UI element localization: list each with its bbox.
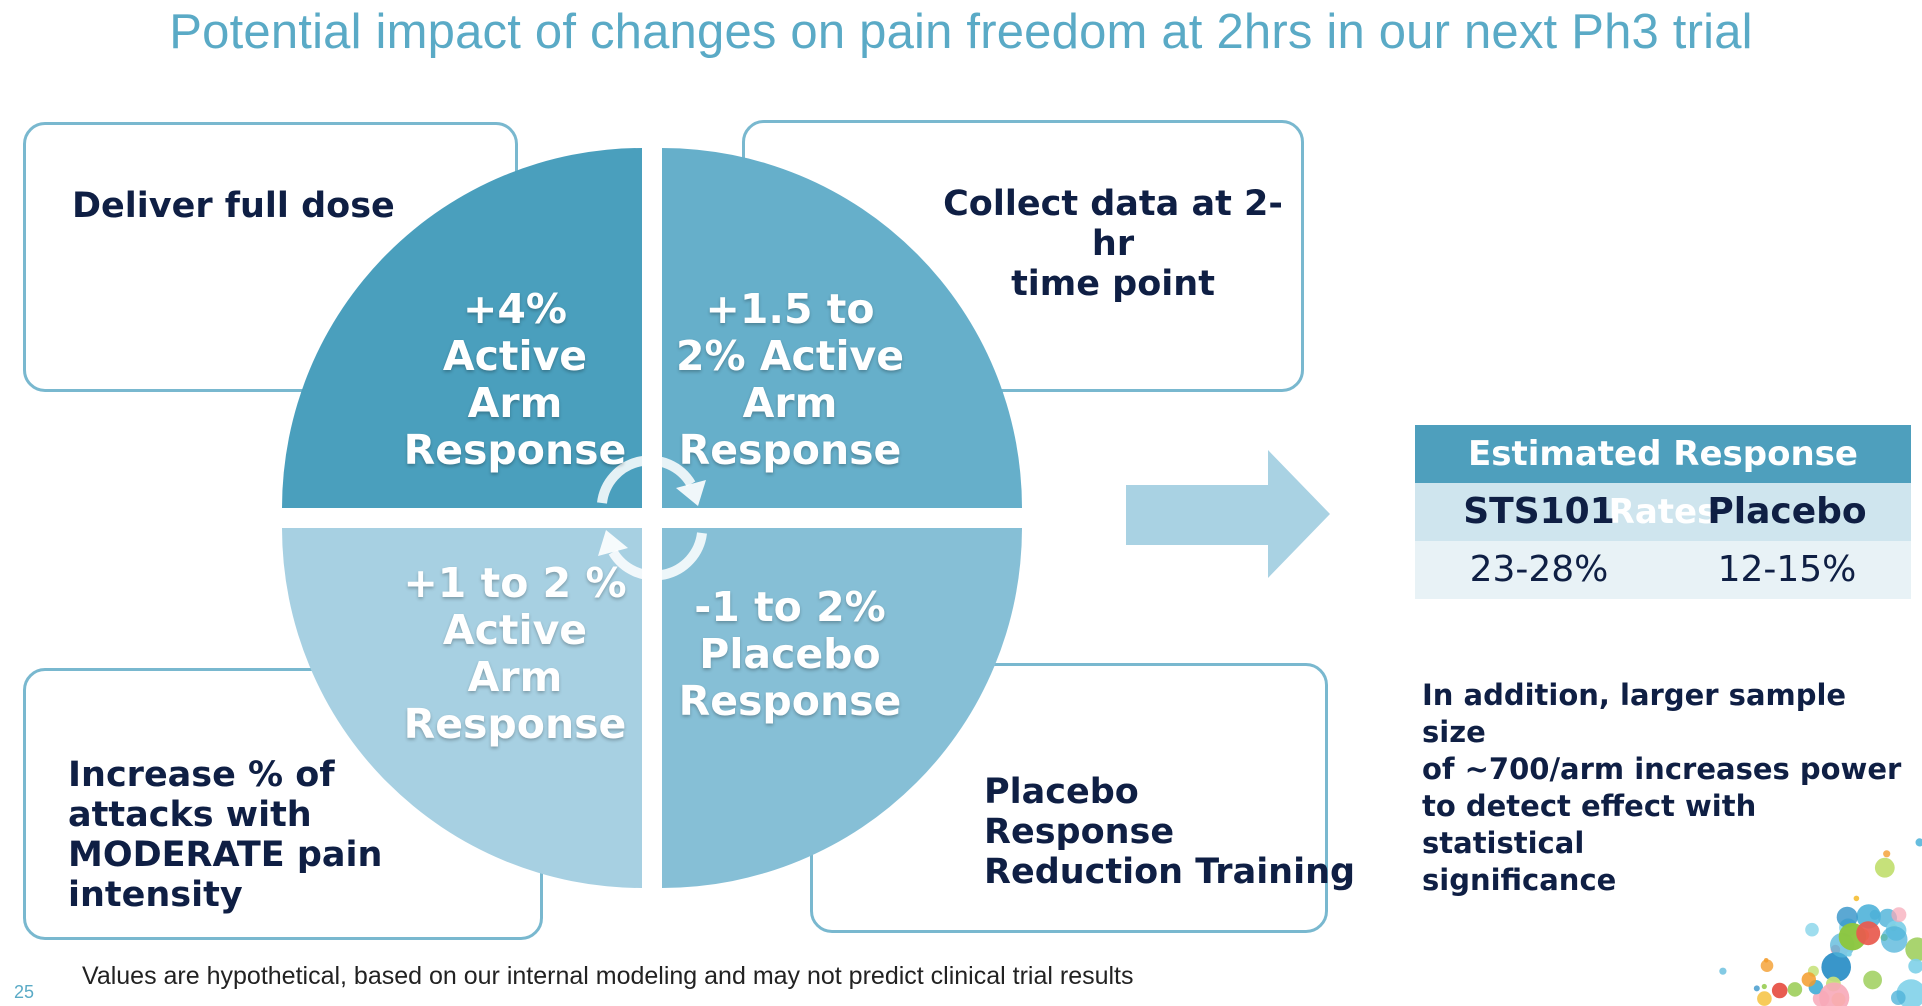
label-collect-data: Collect data at 2-hr time point [928,184,1298,304]
label-line: attacks with [68,795,312,835]
quadrant-text-bottom-right: -1 to 2% Placebo Response [670,584,910,725]
label-placebo-training: Placebo Response Reduction Training [984,772,1355,892]
note-line: to detect effect with statistical [1422,789,1757,860]
cycle-arrowheads [598,480,706,556]
label-deliver-full-dose: Deliver full dose [72,186,395,226]
rates-table-column-headers: STS101 Placebo [1415,483,1911,541]
note-line: In addition, larger sample size [1422,678,1847,749]
confetti-dot [1753,985,1760,992]
label-line: Placebo [984,772,1139,812]
confetti-dot [1905,937,1922,962]
right-arrow-icon [1126,450,1330,578]
q-line: Response [403,700,627,748]
confetti-dot [1880,926,1908,953]
label-line: MODERATE pain [68,835,383,875]
value-placebo: 12-15% [1717,549,1857,590]
label-line: Increase % of [68,755,335,795]
column-placebo: Placebo [1707,491,1867,532]
estimated-response-rates-table: Estimated Response Rates STS101 Placebo … [1415,425,1911,599]
confetti-dot [1836,906,1858,928]
quadrant-text-top-right: +1.5 to 2% Active Arm Response [670,286,910,474]
confetti-dot [1763,958,1769,963]
q-line: Response [403,426,627,474]
label-line: Reduction Training [984,852,1356,892]
confetti-dot [1821,952,1851,982]
label-line: intensity [68,875,243,915]
confetti-dot [1757,991,1772,1006]
q-line: Arm [467,379,563,427]
confetti-dot [1853,895,1860,902]
label-line: time point [1011,264,1215,304]
q-line: 2% Active [675,332,905,380]
sample-size-note: In addition, larger sample size of ~700/… [1422,677,1912,899]
quadrant-text-top-left: +4% Active Arm Response [400,286,630,474]
quadrant-top-left [282,148,642,508]
q-line: Active [442,332,588,380]
confetti-dot [1801,972,1817,987]
cycle-arrows-icon [597,455,707,581]
q-line: Response [678,426,902,474]
confetti-dot [1771,982,1788,999]
confetti-dot [1787,982,1803,997]
confetti-decoration [1719,838,1922,1006]
confetti-dot [1891,990,1906,1005]
confetti-dot [1805,922,1819,937]
rates-table-header: Estimated Response Rates [1415,425,1911,532]
confetti-dot [1891,907,1907,923]
q-line: Arm [742,379,838,427]
confetti-dot [1915,838,1922,847]
page-title: Potential impact of changes on pain free… [169,5,1753,59]
confetti-dot [1874,857,1895,878]
q-line: +4% [463,285,567,333]
q-line: Arm [467,653,563,701]
note-line: significance [1422,863,1617,897]
confetti-dot [1856,921,1881,946]
confetti-dot [1883,850,1891,858]
note-line: of ~700/arm increases power [1422,752,1902,786]
page-number: 25 [14,982,35,1002]
label-line: Collect data at 2-hr [943,184,1283,264]
confetti-dot [1846,951,1852,957]
label-increase-moderate: Increase % of attacks with MODERATE pain… [68,755,382,915]
quadrant-bottom-right [662,528,1022,888]
confetti-dot [1856,904,1881,929]
value-sts101: 23-28% [1469,549,1609,590]
column-sts101: STS101 [1463,491,1615,532]
q-line: Response [678,677,902,725]
confetti-dot [1761,983,1767,990]
q-line: -1 to 2% [694,583,886,631]
q-line: +1 to 2 % [403,559,627,607]
confetti-dot [1819,982,1850,1006]
rates-table-values: 23-28% 12-15% [1415,541,1911,599]
q-line: Placebo [699,630,881,678]
q-line: +1.5 to [705,285,875,333]
confetti-dot [1908,958,1922,974]
label-line: Response [984,812,1175,852]
confetti-dot [1760,959,1774,972]
confetti-dot [1863,970,1882,990]
footnote: Values are hypothetical, based on our in… [82,962,1134,990]
label-line: Deliver full dose [72,186,395,226]
confetti-dot [1719,967,1727,975]
quadrant-top-right [662,148,1022,508]
quadrant-text-bottom-left: +1 to 2 % Active Arm Response [400,560,630,748]
quadrant-bottom-left [282,528,642,888]
q-line: Active [442,606,588,654]
